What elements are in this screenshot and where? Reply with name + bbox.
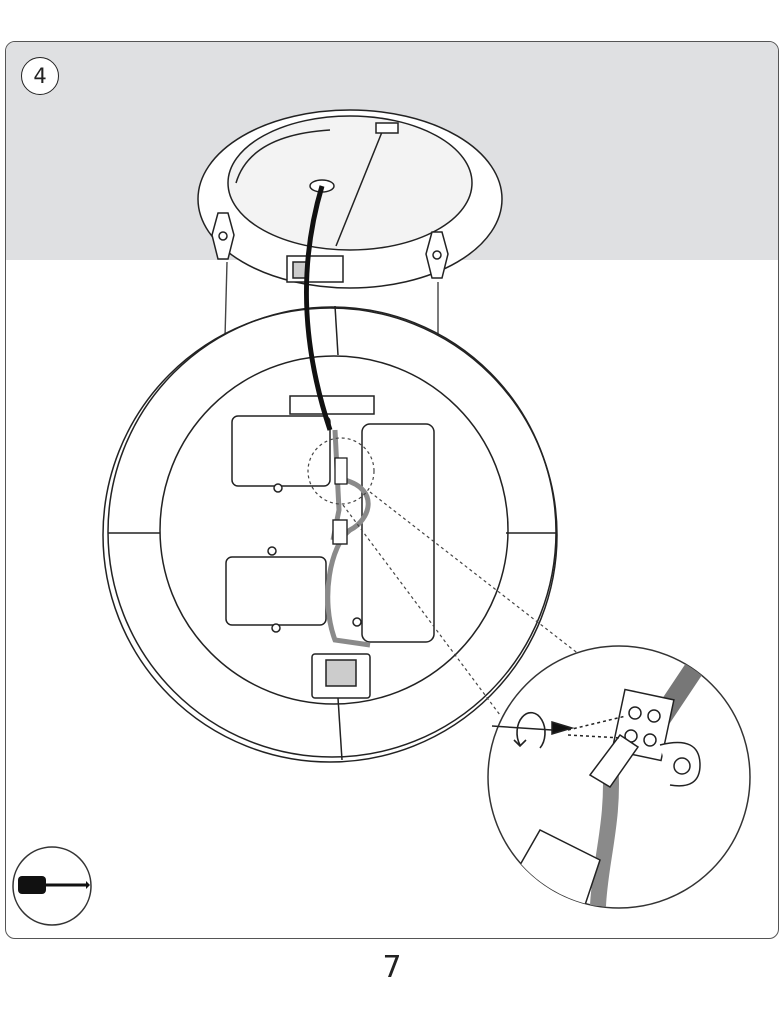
terminal-block: [307, 437, 581, 716]
screwdriver-tip: [491, 720, 575, 736]
page-number: 7: [382, 950, 402, 985]
rotate-arrow-icon: [513, 711, 546, 749]
driver-box: [225, 395, 435, 699]
terminal-block-closeup: [487, 645, 751, 909]
screwdriver-icon: [12, 846, 92, 926]
ceiling-mounting-plate: [197, 109, 503, 289]
step-number-badge: 4: [21, 57, 59, 95]
power-cable: [303, 185, 371, 648]
light-fixture-body: [102, 305, 558, 763]
